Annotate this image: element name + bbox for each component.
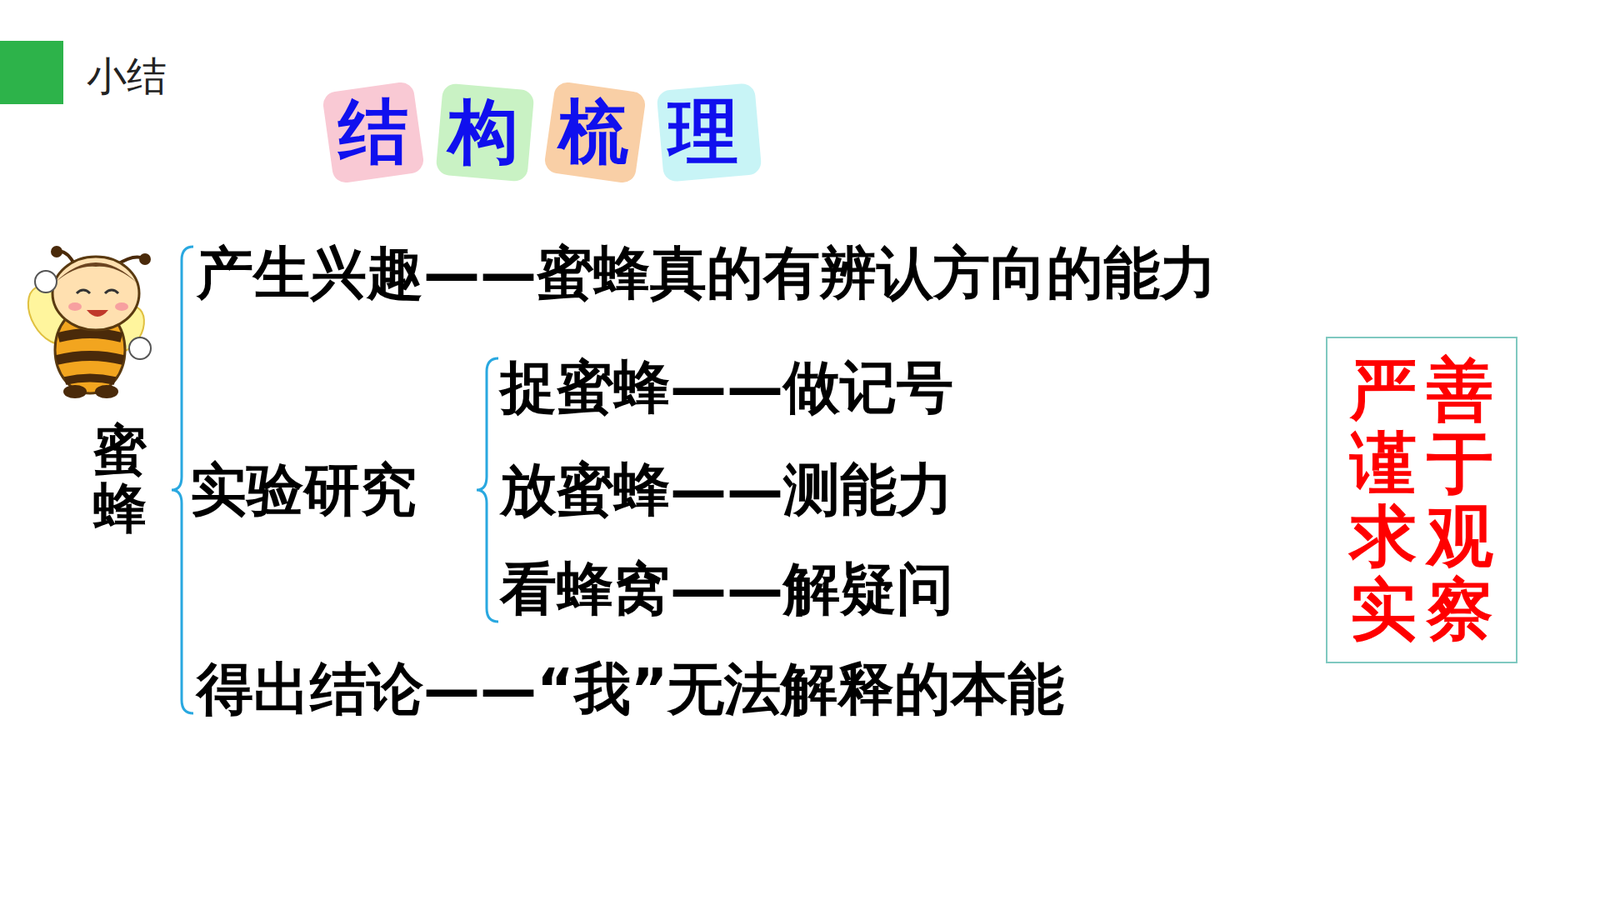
branch-text: 实验研究: [190, 452, 417, 529]
step-text: 放蜜蜂——测能力: [500, 452, 954, 529]
green-marker: [0, 40, 64, 105]
motto-box: 善于观察严谨求实: [1325, 336, 1518, 664]
step-text: 看蜂窝——解疑问: [500, 551, 954, 628]
step-text: 捉蜜蜂——做记号: [500, 350, 954, 426]
motto-text: 善于观察: [1426, 353, 1494, 647]
branch-text: 产生兴趣——蜜蜂真的有辨认方向的能力: [196, 235, 1217, 312]
motto-text: 严谨求实: [1350, 353, 1417, 647]
topic-label: 蜜蜂: [93, 420, 147, 539]
bee-illustration: [18, 245, 152, 399]
bracket: [171, 246, 499, 714]
sub-brace: [476, 358, 499, 622]
section-heading: 结构梳理: [338, 85, 779, 180]
slide-title: 小结: [86, 50, 167, 104]
branch-text: 得出结论——“我”无法解释的本能: [196, 651, 1065, 728]
